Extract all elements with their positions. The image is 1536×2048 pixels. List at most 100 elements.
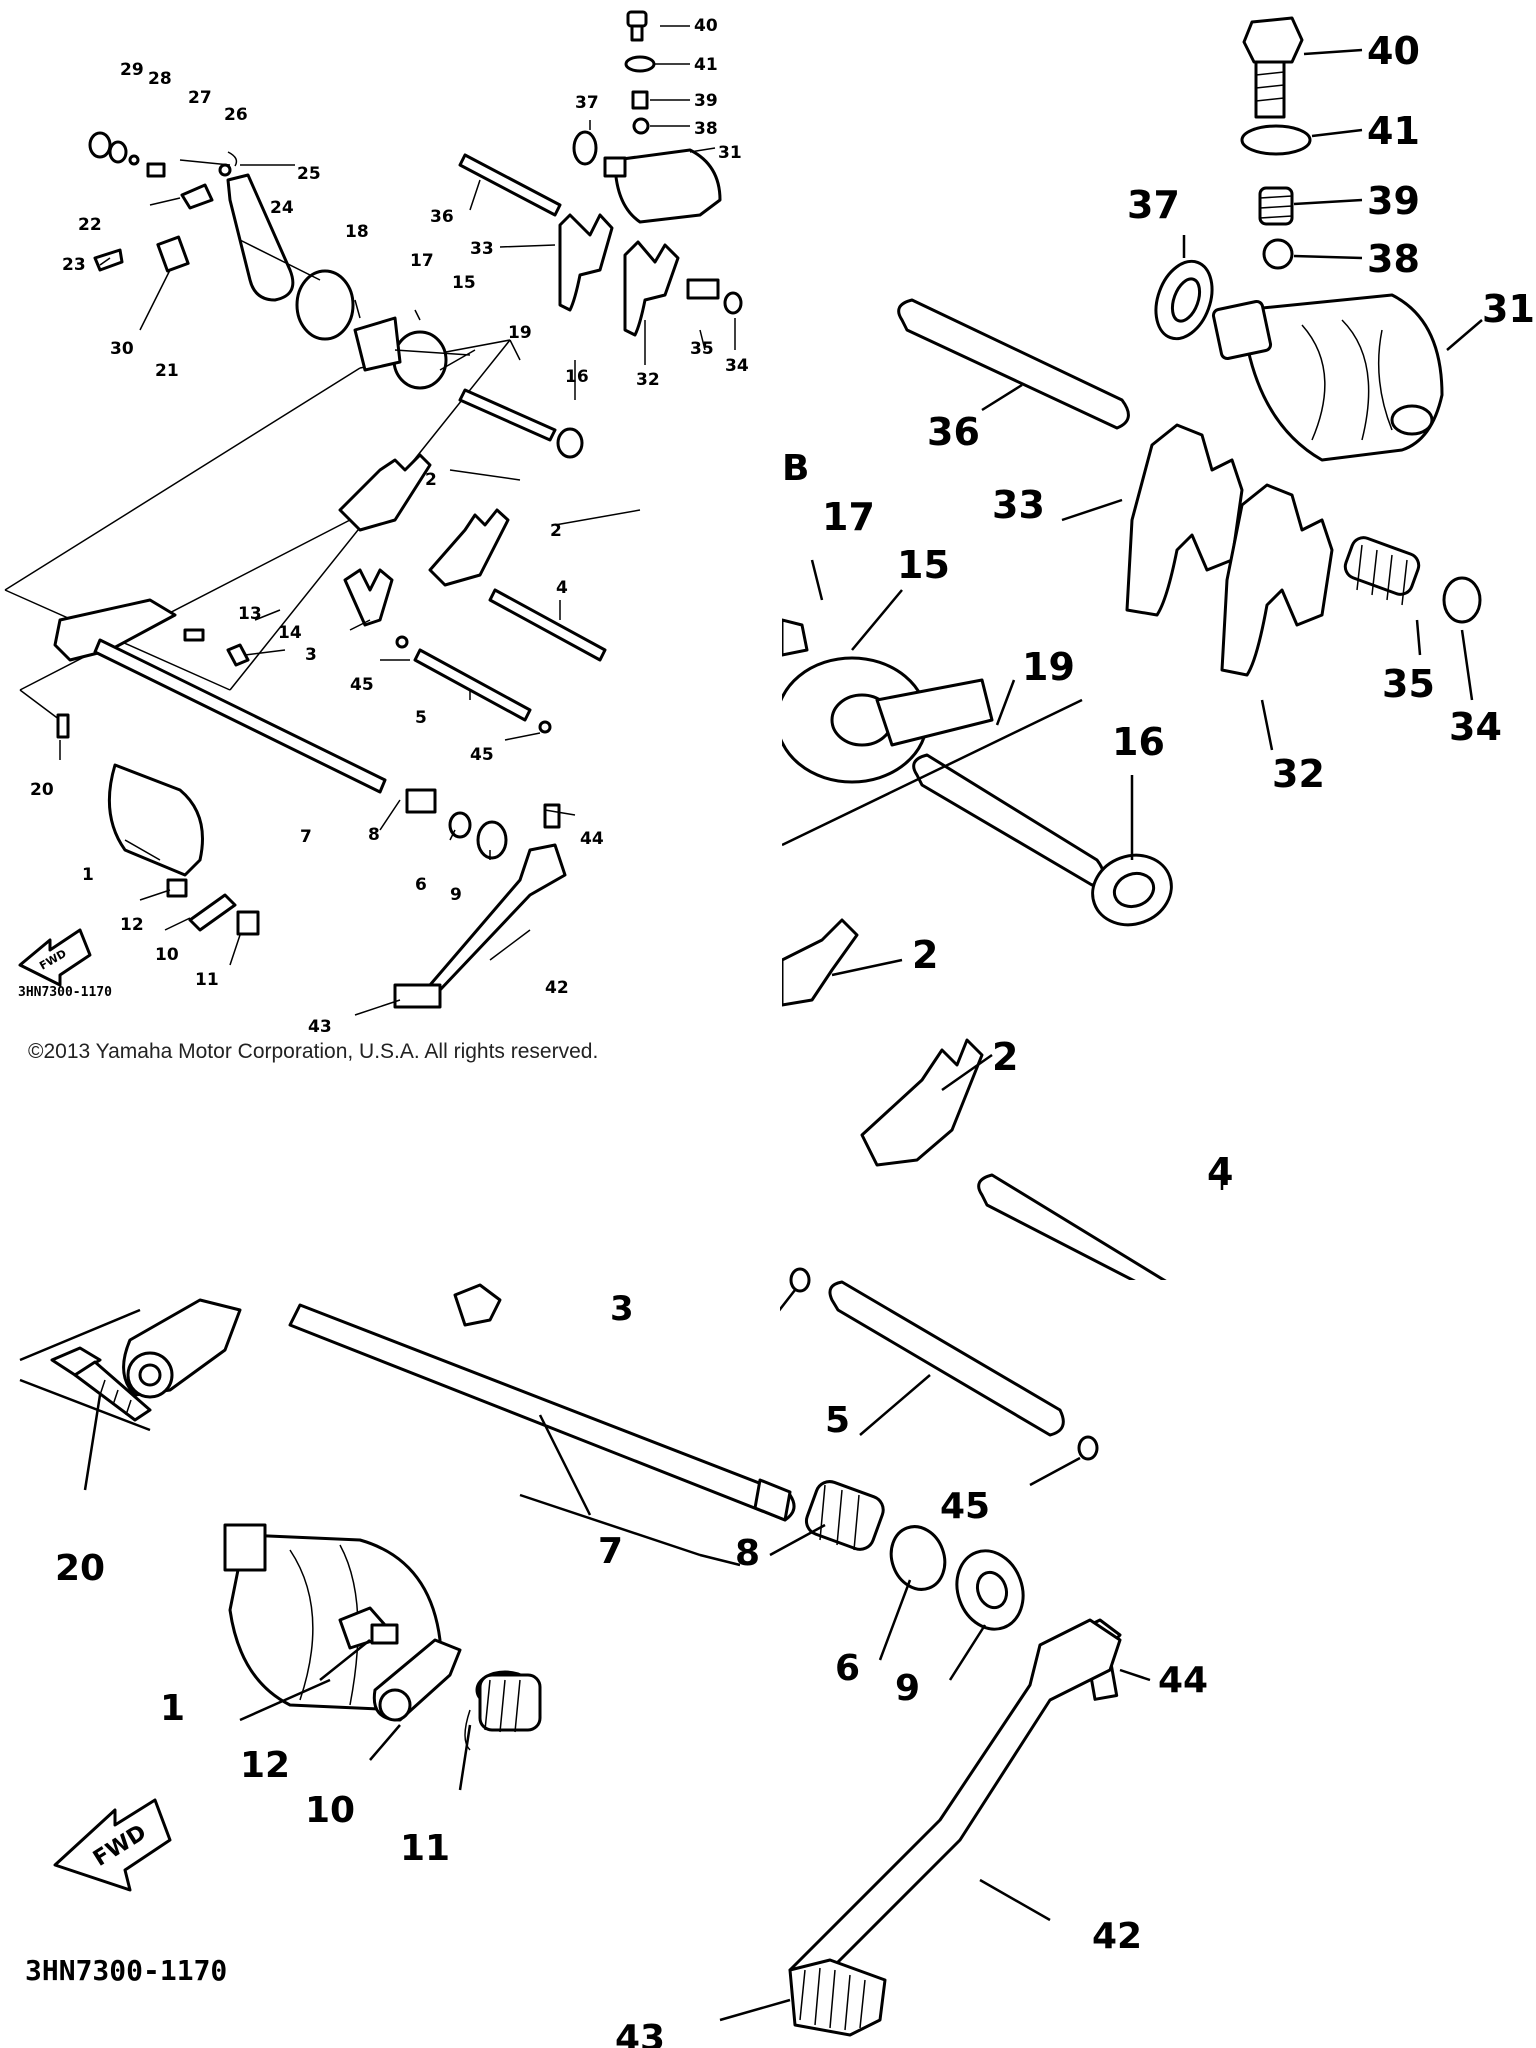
ball-38-detail (1262, 238, 1294, 270)
oil-seal-9-detail (955, 1549, 1025, 1631)
washer-27-part (128, 154, 140, 166)
callout-13: 13 (238, 604, 262, 624)
washer-41-detail (1240, 124, 1312, 156)
bearing-37-detail (1154, 259, 1214, 341)
shift-pedal-42-detail (788, 1618, 1122, 1982)
shift-fork-33-part (558, 213, 614, 312)
stopper-lever-17-detail (782, 618, 809, 657)
leader-lines (59, 25, 736, 1016)
callout-35: 35 (690, 339, 714, 359)
guide-bar-36-detail (897, 298, 1130, 430)
washer-34-detail (1442, 576, 1482, 624)
callout-41: 41 (694, 55, 718, 75)
callout-2b: 2 (550, 521, 562, 541)
shift-pedal-42-part (428, 843, 567, 992)
spring-11-part (236, 910, 260, 936)
bolt-26-part (146, 162, 166, 178)
detail-lower-leaders (83, 1394, 1151, 2022)
guide-bar-19-detail (912, 753, 1105, 887)
callout-40: 40 (694, 16, 718, 36)
guide-bar-4-part (488, 588, 607, 662)
callout-37: 37 (575, 93, 599, 113)
diagram-code: 3HN7300-1170 (18, 985, 112, 1000)
detail-upper-callouts: 40 41 39 38 37 31 36 33 32 35 34 17 15 1… (822, 29, 1535, 1194)
callout-27: 27 (188, 88, 212, 108)
callout-23: 23 (62, 255, 86, 275)
fwd-arrow-detail-icon: FWD (53, 1798, 172, 1892)
segment-15-part (392, 330, 448, 390)
callout-20: 20 (30, 780, 54, 800)
callout-10-detail: 10 (305, 1790, 355, 1831)
callout-33-detail: 33 (992, 483, 1045, 527)
washer-34-part (723, 291, 743, 315)
callout-17-detail: 17 (822, 495, 875, 539)
bearing-37-part (572, 130, 598, 166)
shift-fork-32-detail (1220, 483, 1334, 677)
shift-shaft-7-detail (288, 1303, 796, 1522)
ball-38-part (632, 117, 650, 135)
callout-16: 16 (565, 367, 589, 387)
callout-19-detail: 19 (1022, 645, 1075, 689)
callout-5-detail: 5 (825, 1400, 850, 1441)
callout-2a: 2 (425, 470, 437, 490)
washer-6-detail (889, 1525, 947, 1591)
clip-25-part (227, 151, 238, 167)
circlip-45a-part (395, 635, 409, 649)
callout-45b: 45 (470, 745, 494, 765)
callout-12-detail: 12 (240, 1745, 290, 1786)
stopper-lever-10-detail (372, 1638, 462, 1722)
bolt-40-part (626, 10, 648, 42)
callout-36: 36 (430, 207, 454, 227)
spring-11-detail (464, 1673, 542, 1751)
washer-16-part (556, 427, 584, 459)
frame-line-lower (19, 1308, 151, 1432)
overview-diagram: FWD 3HN7300-1170 40 41 39 38 37 31 36 33… (0, 0, 780, 1080)
collar-22-part (180, 183, 214, 210)
shift-fork-2a-detail (782, 918, 859, 1007)
copyright-notice: ©2013 Yamaha Motor Corporation, U.S.A. A… (28, 1040, 599, 1063)
diagram-code-detail: 3HN7300-1170 (25, 1954, 227, 1987)
washer-16-detail (1091, 853, 1173, 927)
detail-upper-leaders (810, 48, 1483, 1190)
callout-3: 3 (305, 645, 317, 665)
guide-bar-36-part (458, 153, 562, 217)
callout-21: 21 (155, 361, 179, 381)
callout-7-detail: 7 (598, 1531, 623, 1572)
callout-42: 42 (545, 978, 569, 998)
shift-fork-33-detail (1125, 423, 1244, 617)
frame-line-detail (782, 698, 1083, 847)
oil-seal-9-part (476, 820, 508, 860)
callout-22: 22 (78, 215, 102, 235)
callout-11-detail: 11 (400, 1828, 450, 1869)
callout-45a: 45 (350, 675, 374, 695)
footrest-rubber-43-part (393, 983, 442, 1009)
stopper-lever-10-part (188, 893, 237, 932)
callout-38: 38 (694, 119, 718, 139)
callout-18: 18 (345, 222, 369, 242)
callout-45d-detail: 45 (940, 1486, 990, 1527)
spring-39-detail (1258, 186, 1294, 226)
circlip-45c-detail (789, 1267, 811, 1293)
bar5-leaders (780, 1289, 1081, 1487)
guide-bar-4-detail (977, 1173, 1167, 1280)
callout-10: 10 (155, 945, 179, 965)
bolt-13-part (183, 628, 205, 642)
callout-2a-detail: 2 (912, 933, 938, 977)
callout-41-detail: 41 (1367, 109, 1420, 153)
callout-9-detail: 9 (895, 1668, 920, 1709)
detail-lower-callouts: 20 7 8 6 9 44 42 43 1 12 10 11 (55, 1531, 1208, 2048)
callout-32-detail: 32 (1272, 752, 1325, 796)
bolt-44-part (543, 803, 561, 829)
detail-lower: 3 (0, 1280, 1536, 2048)
stopper-lever-17-part (353, 316, 402, 372)
stud-20-part (56, 713, 70, 739)
callout-20-detail: 20 (55, 1548, 105, 1589)
spring-35-part (686, 278, 720, 300)
bolt-12-part (166, 878, 188, 898)
detail-bar5-svg: 45 5 45 (780, 1267, 1099, 1527)
shift-fork-32-part (623, 240, 680, 337)
detail-bar5: 45 5 45 (780, 1260, 1140, 1530)
shift-shaft-7-part (93, 638, 387, 794)
callout-34: 34 (725, 356, 749, 376)
bolt-40-detail (1242, 16, 1304, 119)
